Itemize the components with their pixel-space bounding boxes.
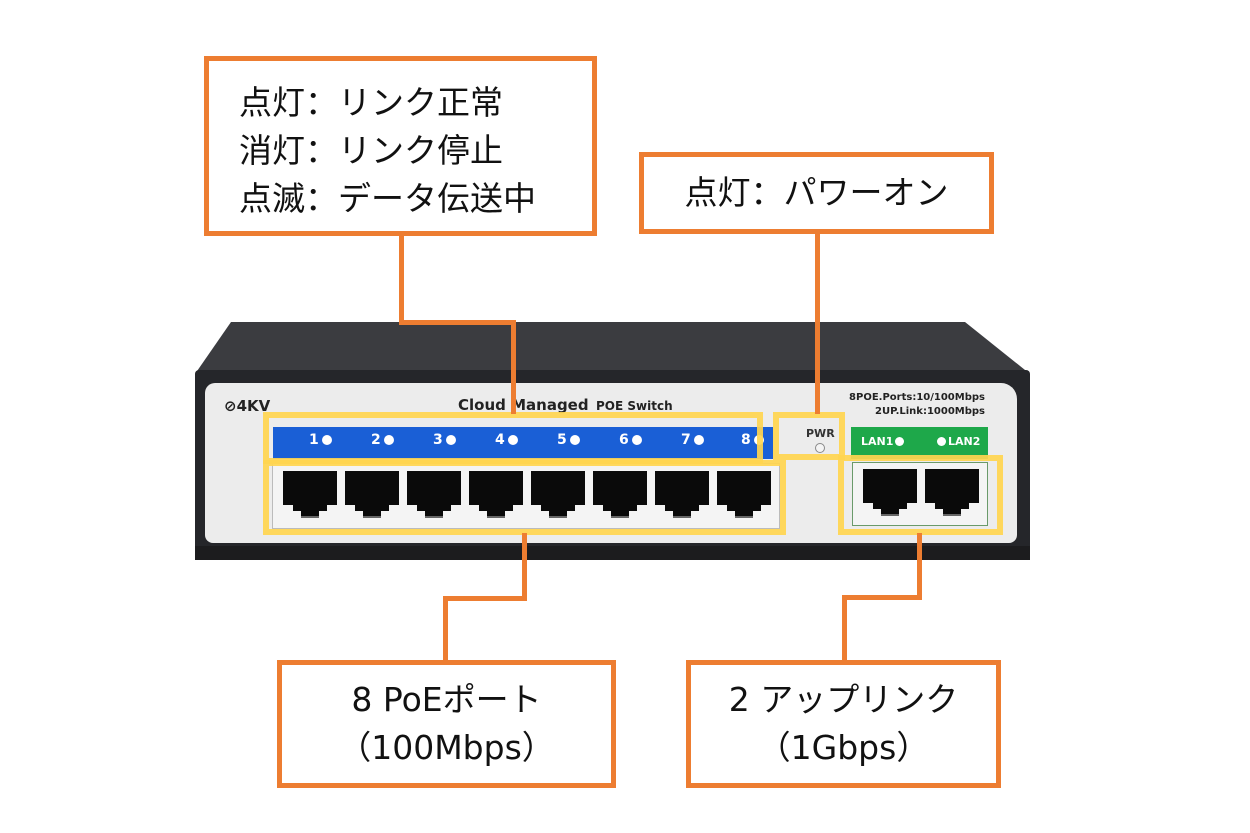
poe-port-2 xyxy=(343,469,401,523)
connector-line xyxy=(842,595,847,662)
uplink-port-1 xyxy=(861,467,919,521)
led-status-off: 消灯：リンク停止 xyxy=(239,131,503,170)
poe-ports-callout: 8 PoEポート （100Mbps） xyxy=(277,660,616,788)
port-led-2: 2 xyxy=(371,432,394,448)
poe-ports-speed: （100Mbps） xyxy=(338,728,555,767)
connector-line xyxy=(399,320,516,325)
port-led-4: 4 xyxy=(495,432,518,448)
uplink-led-lan2: LAN2 xyxy=(937,435,980,448)
poe-ports-count: 8 PoEポート xyxy=(351,680,542,719)
uplink-led-lan1: LAN1 xyxy=(861,435,905,448)
led-indicator-icon xyxy=(321,435,332,445)
poe-port-8 xyxy=(715,469,773,523)
connector-line xyxy=(917,533,922,600)
power-status-on: 点灯：パワーオン xyxy=(684,172,949,212)
led-indicator-icon xyxy=(569,435,580,445)
led-status-blink: 点滅：データ伝送中 xyxy=(239,179,536,218)
device-subtitle: POE Switch xyxy=(596,399,673,413)
port-led-3: 3 xyxy=(433,432,456,448)
power-label: PWR xyxy=(806,427,835,440)
uplinks-speed: （1Gbps） xyxy=(757,728,930,767)
connector-line xyxy=(443,596,448,662)
uplink-led-bar: LAN1 LAN2 xyxy=(851,427,988,459)
uplink-port-2 xyxy=(923,467,981,521)
led-indicator-icon xyxy=(937,437,946,446)
led-status-callout: 点灯：リンク正常 消灯：リンク停止 点滅：データ伝送中 xyxy=(204,56,597,236)
poe-port-7 xyxy=(653,469,711,523)
connector-line xyxy=(522,533,527,601)
poe-port-3 xyxy=(405,469,463,523)
poe-port-1 xyxy=(281,469,339,523)
port-led-5: 5 xyxy=(557,432,580,448)
led-indicator-icon xyxy=(445,435,456,445)
connector-line xyxy=(443,596,527,601)
uplinks-callout: 2 アップリンク （1Gbps） xyxy=(686,660,1001,788)
switch-base xyxy=(195,546,1030,560)
poe-port-highlight xyxy=(263,460,786,535)
connector-line xyxy=(842,595,922,600)
port-led-1: 1 xyxy=(309,432,332,448)
device-title: Cloud Managed xyxy=(458,396,589,414)
led-indicator-icon xyxy=(507,435,518,445)
port-led-7: 7 xyxy=(681,432,704,448)
uplink-port-highlight xyxy=(838,455,1003,535)
spec-poe-ports: 8POE.Ports:10/100Mbps xyxy=(849,392,985,403)
port-led-6: 6 xyxy=(619,432,642,448)
poe-port-6 xyxy=(591,469,649,523)
port-led-highlight xyxy=(263,412,763,464)
surge-protection-label: ⊘4KV xyxy=(224,397,271,415)
power-led-highlight xyxy=(773,412,845,460)
connector-line xyxy=(815,230,820,414)
poe-port-4 xyxy=(467,469,525,523)
switch-top-panel xyxy=(195,322,1030,382)
port-led-bar: 1 2 3 4 5 6 7 8 xyxy=(273,427,773,459)
led-indicator-icon xyxy=(631,435,642,445)
power-led-icon xyxy=(815,443,825,453)
led-indicator-icon xyxy=(895,437,905,446)
power-callout: 点灯：パワーオン xyxy=(639,152,994,234)
poe-port-5 xyxy=(529,469,587,523)
connector-line xyxy=(511,320,516,414)
led-status-on: 点灯：リンク正常 xyxy=(239,83,503,122)
uplinks-count: 2 アップリンク xyxy=(728,680,959,719)
led-indicator-icon xyxy=(693,435,704,445)
spec-uplink: 2UP.Link:1000Mbps xyxy=(875,406,985,417)
connector-line xyxy=(399,232,404,324)
led-indicator-icon xyxy=(383,435,394,445)
